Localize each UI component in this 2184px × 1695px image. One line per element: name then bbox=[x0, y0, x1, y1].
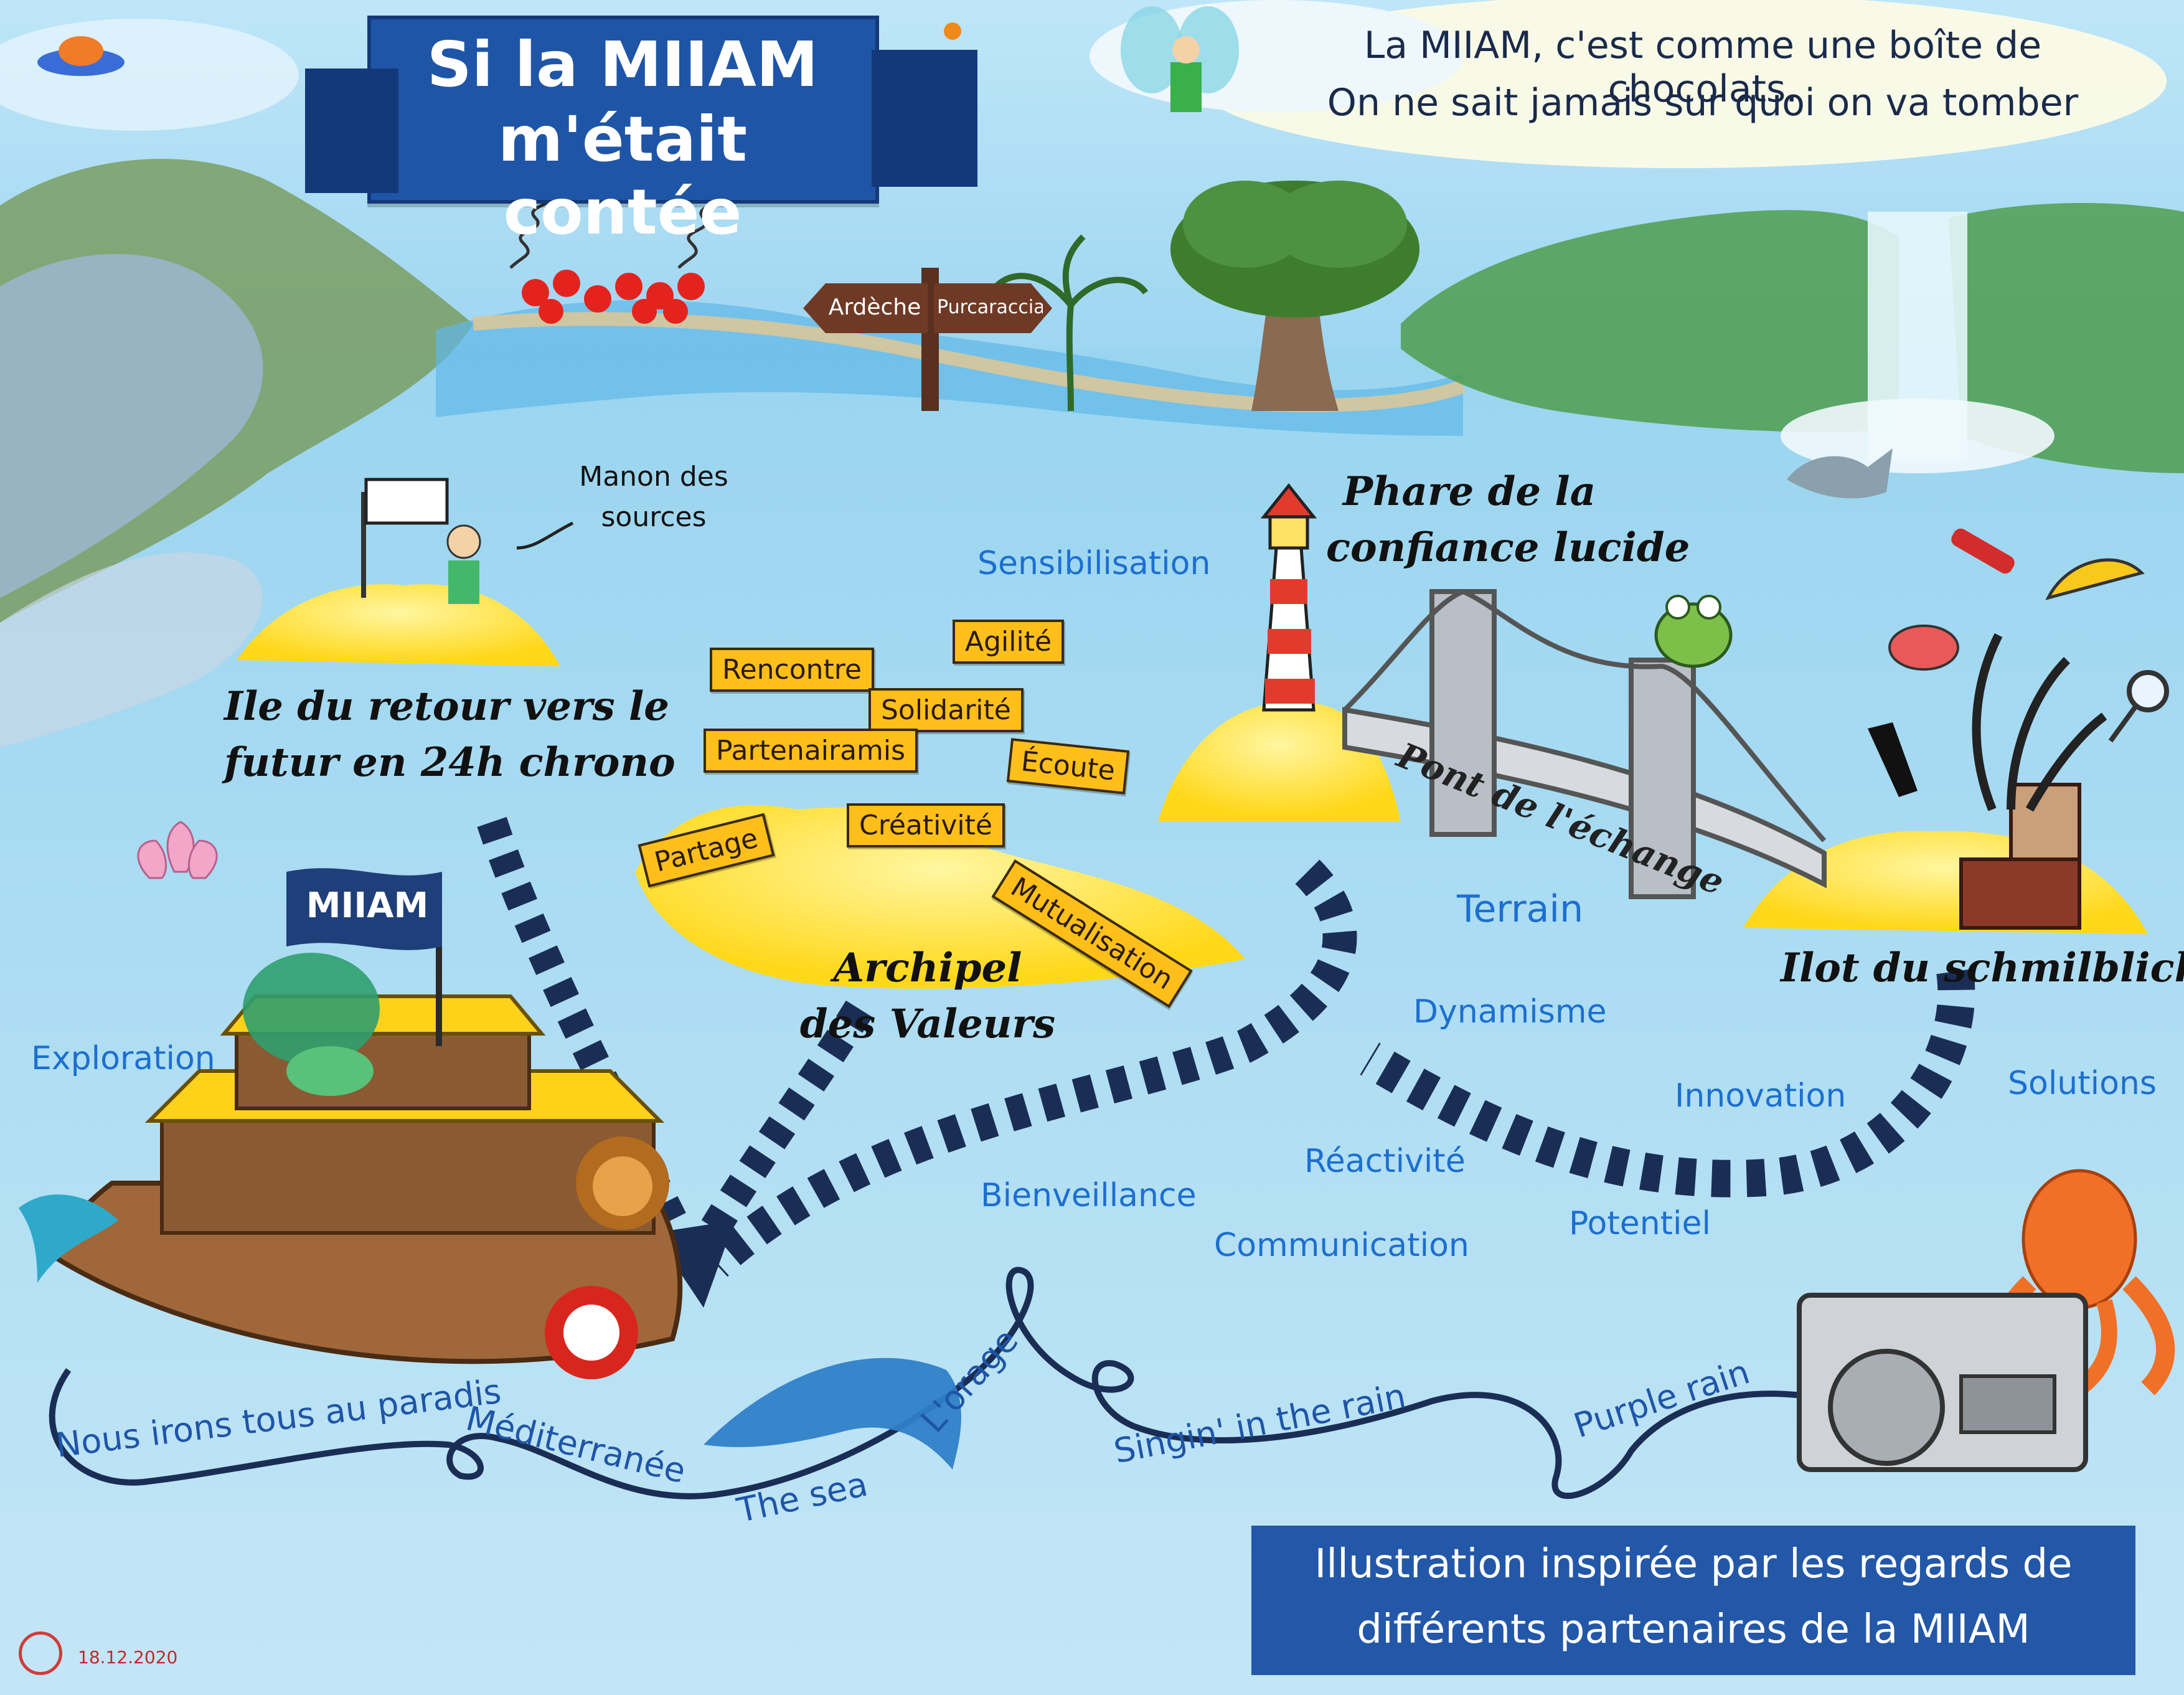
signpost-right-label: Purcaraccia bbox=[937, 296, 1043, 318]
island-retour-line-1: Ile du retour vers le bbox=[224, 683, 669, 730]
island-archipel-line-2: des Valeurs bbox=[799, 1000, 1056, 1047]
title-banner-tail-left bbox=[305, 68, 398, 193]
swiss-knife-icon bbox=[1951, 528, 2015, 574]
orange-icon bbox=[944, 22, 961, 40]
island-retour bbox=[237, 584, 560, 666]
island-retour-label: Ile du retour vers le futur en 24h chron… bbox=[224, 679, 675, 790]
ufo-icon bbox=[37, 36, 125, 76]
hummingbird-icon bbox=[19, 1194, 118, 1283]
island-retour-line-2: futur en 24h chrono bbox=[224, 739, 675, 786]
island-phare-line-1: Phare de la bbox=[1342, 468, 1596, 515]
lion-icon bbox=[576, 1136, 669, 1230]
treasure-chest-icon bbox=[1959, 783, 2081, 930]
peacock-icon bbox=[243, 953, 380, 1096]
path-to-archipel bbox=[684, 1000, 873, 1266]
umbrella-icon bbox=[2045, 558, 2145, 600]
radio-icon bbox=[1797, 1293, 2088, 1472]
island-phare-line-2: confiance lucide bbox=[1326, 524, 1690, 571]
ark-flag bbox=[286, 868, 442, 950]
ark-flag-label: MIIAM bbox=[306, 885, 429, 926]
island-archipel-label: Archipel des Valeurs bbox=[784, 940, 1071, 1052]
artist-signature bbox=[19, 1631, 62, 1675]
signpost-left bbox=[803, 283, 928, 333]
word-dynamisme: Dynamisme bbox=[1413, 993, 1607, 1031]
footer-line-1: Illustration inspirée par les regards de bbox=[1314, 1541, 2073, 1587]
sign-solidarite: Solidarité bbox=[868, 688, 1024, 732]
island-phare bbox=[1158, 702, 1401, 822]
magic-arrows bbox=[1972, 633, 2107, 812]
bridge-icon bbox=[1342, 588, 1827, 899]
fish-icon bbox=[1787, 448, 1893, 499]
sign-partenairamis: Partenairamis bbox=[704, 729, 918, 773]
word-bienveillance: Bienveillance bbox=[981, 1177, 1197, 1214]
word-sensibilisation: Sensibilisation bbox=[977, 545, 1211, 582]
fairy-icon bbox=[1121, 6, 1239, 112]
flashlight-icon bbox=[1868, 722, 1918, 797]
word-communication: Communication bbox=[1214, 1227, 1469, 1264]
island-archipel-line-1: Archipel bbox=[833, 945, 1022, 991]
spinning-top-icon bbox=[1888, 625, 1959, 671]
manon-arrow bbox=[516, 521, 574, 550]
title-line-1: Si la MIIAM bbox=[426, 28, 819, 101]
signpost-left-label: Ardèche bbox=[828, 295, 921, 320]
frog-icon bbox=[1654, 595, 1733, 668]
word-solutions: Solutions bbox=[2008, 1065, 2157, 1102]
palm-tree-icon bbox=[994, 234, 1149, 412]
quote-line-2: On ne sait jamais sur quoi on va tomber bbox=[1327, 81, 2079, 125]
path-to-phare bbox=[704, 859, 1357, 1277]
lotus-icon bbox=[137, 821, 218, 879]
ark-boat-icon bbox=[53, 884, 683, 1364]
title-banner-tail-right bbox=[872, 50, 977, 187]
manon-figure bbox=[361, 478, 481, 604]
island-phare-label: Phare de la confiance lucide bbox=[1326, 464, 1690, 575]
sign-agilite: Agilité bbox=[953, 620, 1065, 664]
footer-line-2: différents partenaires de la MIIAM bbox=[1357, 1607, 2030, 1653]
date-label: 18.12.2020 bbox=[78, 1647, 178, 1668]
title-line-2: m'était contée bbox=[498, 103, 747, 248]
word-potentiel: Potentiel bbox=[1569, 1205, 1711, 1242]
word-reactivite: Réactivité bbox=[1304, 1143, 1466, 1180]
magnifier-icon bbox=[2108, 670, 2169, 743]
footer-box bbox=[1251, 1526, 2135, 1675]
quote-line-1: La MIIAM, c'est comme une boîte de choco… bbox=[1363, 24, 2042, 111]
dolphin-icon bbox=[704, 1357, 961, 1470]
manon-label-1: Manon des bbox=[579, 461, 728, 493]
sign-creativite: Créativité bbox=[847, 803, 1005, 847]
poppies-icon bbox=[522, 270, 705, 324]
right-cliff bbox=[1401, 210, 1899, 432]
word-innovation: Innovation bbox=[1675, 1077, 1847, 1115]
song-ribbon bbox=[49, 1267, 1857, 1499]
sign-rencontre: Rencontre bbox=[710, 648, 874, 692]
path-to-ilot bbox=[1360, 968, 1975, 1197]
island-ilot-label: Ilot du schmilblick bbox=[1781, 945, 2184, 991]
manon-label-2: sources bbox=[601, 501, 707, 533]
lighthouse-icon bbox=[1260, 483, 1317, 712]
tree-icon bbox=[1170, 181, 1419, 411]
word-terrain: Terrain bbox=[1457, 887, 1584, 931]
word-exploration: Exploration bbox=[31, 1040, 215, 1077]
path-to-retour bbox=[477, 817, 699, 1253]
signpost-right bbox=[934, 283, 1052, 333]
lifebuoy-icon bbox=[545, 1286, 638, 1379]
